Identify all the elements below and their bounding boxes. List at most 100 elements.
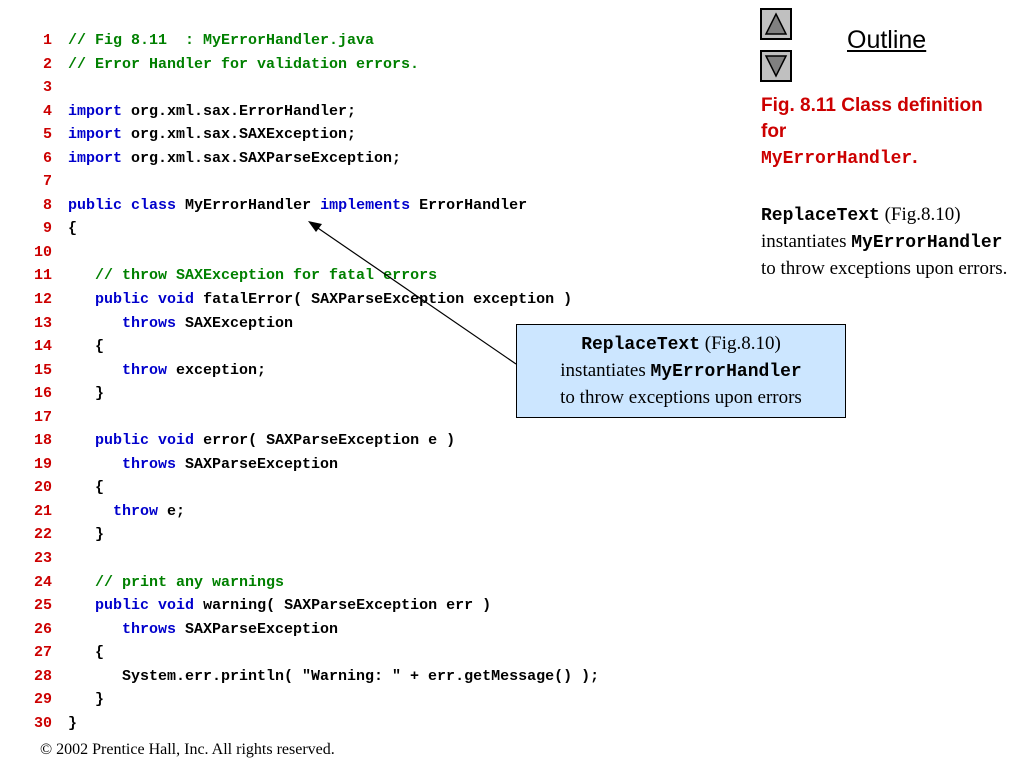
code-line: 7	[30, 170, 730, 194]
code-text	[68, 315, 122, 332]
code-line: 19 throws SAXParseException	[30, 453, 730, 477]
code-text	[122, 197, 131, 214]
code-keyword: throws	[122, 620, 177, 638]
code-line: 29 }	[30, 688, 730, 712]
callout-code-2: MyErrorHandler	[650, 362, 802, 382]
code-text	[68, 574, 95, 591]
code-keyword: public	[95, 291, 150, 309]
code-line: 13 throws SAXException	[30, 312, 730, 336]
line-number: 4	[42, 102, 52, 120]
code-line: 24 // print any warnings	[30, 571, 730, 595]
code-keyword: throw	[113, 502, 159, 520]
line-number: 13	[33, 314, 52, 332]
line-number: 7	[42, 173, 52, 191]
callout-box: ReplaceText (Fig.8.10) instantiates MyEr…	[516, 324, 846, 418]
code-line: 21 throw e;	[30, 500, 730, 524]
caption-text: Fig. 8.11 Class definition for	[761, 95, 983, 142]
line-number: 23	[33, 550, 52, 568]
code-comment: // print any warnings	[95, 573, 285, 591]
code-comment: // throw SAXException for fatal errors	[95, 267, 438, 285]
code-line: 22 }	[30, 523, 730, 547]
line-number: 24	[33, 573, 52, 591]
previous-slide-button[interactable]	[760, 8, 792, 40]
code-keyword: throws	[122, 455, 177, 473]
caption-class-name: MyErrorHandler	[761, 149, 913, 169]
line-number: 25	[33, 597, 52, 615]
code-text: }	[68, 526, 105, 544]
code-keyword: throws	[122, 314, 177, 332]
code-text	[68, 291, 95, 308]
code-line: 10	[30, 241, 730, 265]
code-text	[68, 597, 95, 614]
code-text	[68, 432, 95, 449]
code-keyword: import	[68, 149, 123, 167]
code-line: 20 {	[30, 476, 730, 500]
line-number: 11	[33, 267, 52, 285]
line-number: 15	[33, 361, 52, 379]
code-text: }	[68, 714, 78, 732]
code-text: warning( SAXParseException err )	[194, 597, 492, 615]
line-number: 9	[42, 220, 52, 238]
code-keyword: void	[158, 432, 195, 450]
line-number: 22	[33, 526, 52, 544]
code-line: 23	[30, 547, 730, 571]
code-text: {	[68, 338, 105, 356]
line-number: 21	[33, 502, 52, 520]
code-keyword: public	[95, 432, 150, 450]
line-number: 2	[42, 55, 52, 73]
line-number: 16	[33, 385, 52, 403]
code-keyword: import	[68, 102, 123, 120]
code-text: {	[68, 644, 105, 662]
code-text: }	[68, 691, 105, 709]
code-text: }	[68, 385, 105, 403]
outline-link[interactable]: Outline	[847, 26, 927, 54]
code-keyword: void	[158, 291, 195, 309]
code-line: 9{	[30, 217, 730, 241]
code-keyword: public	[68, 196, 123, 214]
side-note-text-1: (Fig.8.10) instantiates	[761, 204, 961, 252]
code-line: 3	[30, 76, 730, 100]
code-comment: // Error Handler for validation errors.	[68, 55, 420, 73]
line-number: 27	[33, 644, 52, 662]
line-number: 14	[33, 338, 52, 356]
code-line: 25 public void warning( SAXParseExceptio…	[30, 594, 730, 618]
code-line: 28 System.err.println( "Warning: " + err…	[30, 665, 730, 689]
code-text: ErrorHandler	[410, 196, 528, 214]
callout-code-1: ReplaceText	[581, 335, 701, 355]
line-number: 12	[33, 291, 52, 309]
next-slide-button[interactable]	[760, 50, 792, 82]
code-line: 15 throw exception;	[30, 359, 730, 383]
code-line: 12 public void fatalError( SAXParseExcep…	[30, 288, 730, 312]
code-line: 11 // throw SAXException for fatal error…	[30, 264, 730, 288]
line-number: 26	[33, 620, 52, 638]
line-number: 5	[42, 126, 52, 144]
copyright-footer: © 2002 Prentice Hall, Inc. All rights re…	[40, 741, 335, 758]
figure-caption: Fig. 8.11 Class definition for MyErrorHa…	[761, 93, 1011, 172]
code-keyword: throw	[122, 361, 168, 379]
caption-suffix: .	[912, 147, 918, 168]
line-number: 6	[42, 149, 52, 167]
code-text: System.err.println( "Warning: " + err.ge…	[68, 667, 600, 685]
line-number: 18	[33, 432, 52, 450]
line-number: 20	[33, 479, 52, 497]
callout-text-1: (Fig.8.10)	[700, 333, 781, 354]
code-line: 1// Fig 8.11 : MyErrorHandler.java	[30, 29, 730, 53]
side-note-text-2: to throw exceptions upon errors.	[761, 258, 1008, 279]
code-line: 17	[30, 406, 730, 430]
code-text	[68, 267, 95, 284]
code-text: {	[68, 479, 105, 497]
line-number: 1	[42, 32, 52, 49]
code-text: SAXException	[176, 314, 294, 332]
code-text: fatalError( SAXParseException exception …	[194, 291, 573, 309]
code-text: SAXParseException	[176, 455, 339, 473]
side-note-code-1: ReplaceText	[761, 206, 880, 226]
line-number: 17	[33, 408, 52, 426]
triangle-down-icon	[764, 55, 788, 78]
code-text: exception;	[167, 361, 267, 379]
code-text	[68, 362, 122, 379]
side-note: ReplaceText (Fig.8.10) instantiates MyEr…	[761, 202, 1016, 322]
code-text: e;	[158, 502, 186, 520]
